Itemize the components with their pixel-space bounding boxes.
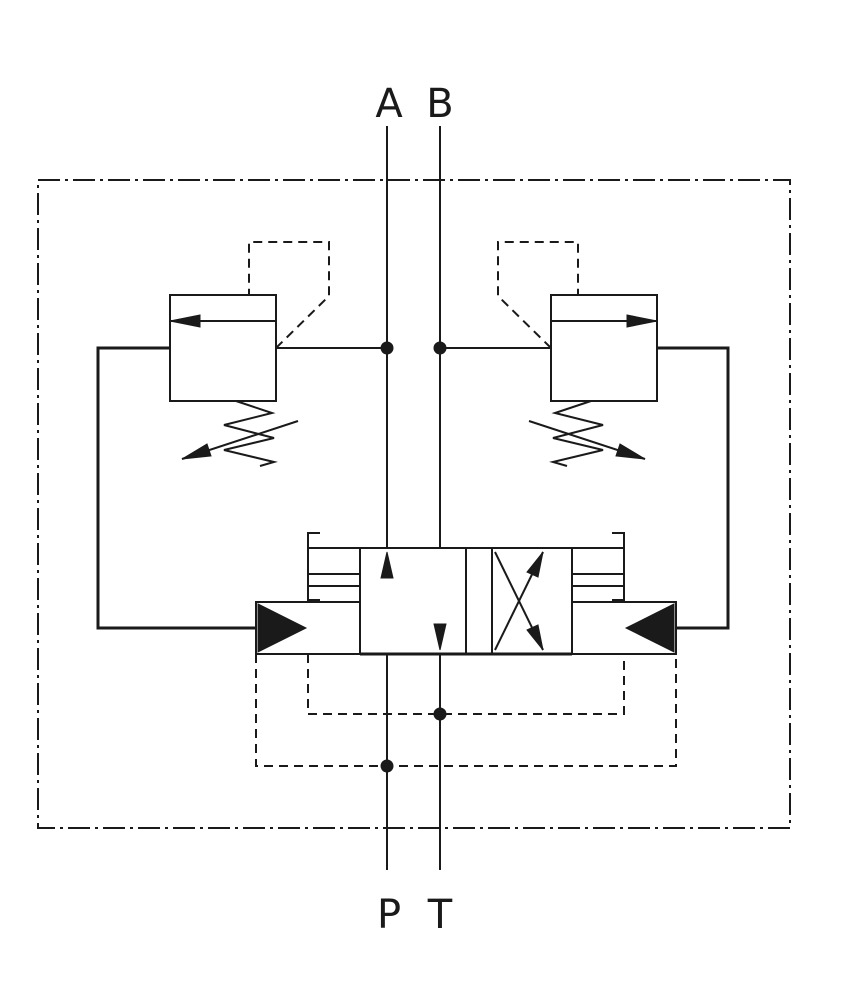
left-valve-spring-icon: [223, 400, 278, 467]
port-label-p: P: [377, 892, 401, 938]
p-to-a-arrow-icon: [380, 551, 394, 579]
left-pressure-valve: [169, 241, 330, 467]
drain-line-inner: [307, 654, 625, 715]
left-valve-arrow-icon: [169, 314, 201, 328]
line-right-valve-to-pilot: [657, 346, 730, 630]
cross-arrow-down-icon: [526, 624, 544, 651]
right-valve-arrow-icon: [626, 314, 658, 328]
right-valve-adjust-arrow-icon: [615, 443, 646, 460]
left-detent-body: [307, 547, 360, 587]
directional-control-valve: [255, 532, 677, 656]
left-valve-pilot-line: [248, 241, 330, 349]
right-detent-cap: [612, 532, 625, 601]
b-to-t-arrow-icon: [433, 623, 447, 651]
left-valve-body: [169, 294, 277, 402]
left-valve-adjust-arrow-icon: [181, 443, 212, 460]
port-label-b: B: [426, 81, 453, 127]
left-pilot-triangle-icon: [257, 603, 308, 653]
right-pilot-triangle-icon: [624, 603, 675, 653]
right-pressure-valve: [497, 241, 658, 467]
right-detent-body: [572, 547, 625, 587]
right-valve-body: [550, 294, 658, 402]
left-detent-cap: [307, 532, 320, 601]
line-left-valve-to-pilot: [96, 346, 256, 630]
port-label-t: T: [427, 892, 453, 938]
enclosure-boundary: [37, 179, 791, 829]
port-label-a: A: [375, 81, 403, 127]
right-valve-spring-icon: [549, 400, 604, 467]
pilot-line-outer: [255, 654, 677, 767]
cross-arrow-up-icon: [526, 551, 544, 578]
right-valve-pilot-line: [497, 241, 579, 349]
